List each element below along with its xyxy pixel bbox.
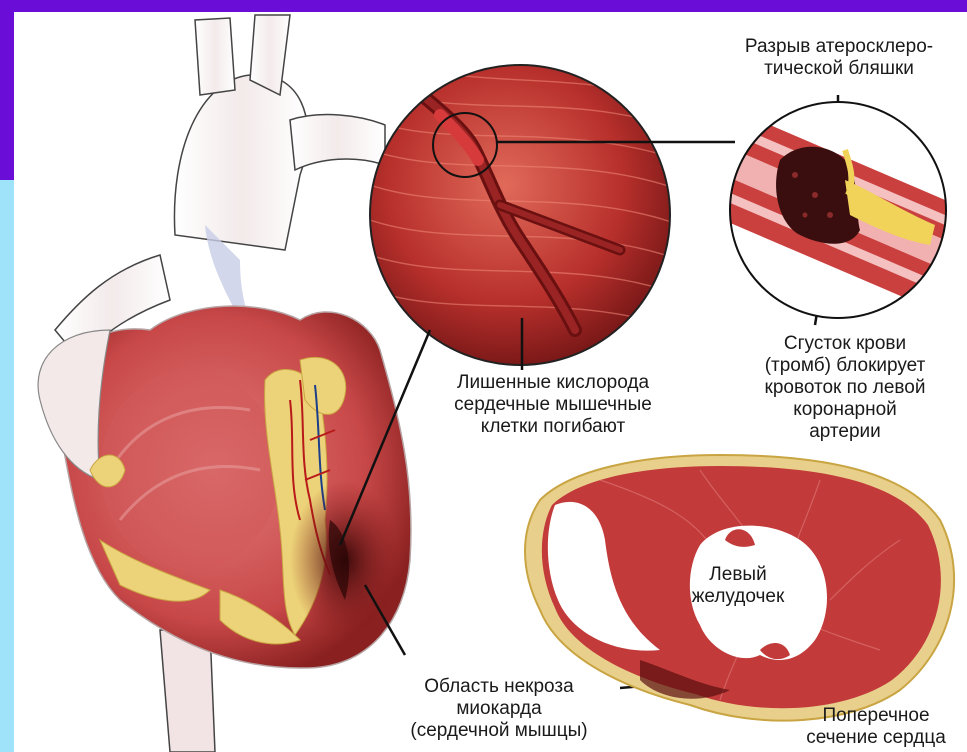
- cross-section-label: Поперечное сечение сердца: [790, 705, 962, 749]
- cross-section-line-2: сечение сердца: [790, 727, 962, 749]
- clot-line-2: (тромб) блокирует: [745, 355, 945, 377]
- necrosis-line-3: (сердечной мышцы): [388, 720, 610, 742]
- left-ventricle-line-2: желудочек: [672, 586, 804, 608]
- cross-section-line-1: Поперечное: [790, 705, 962, 727]
- muscle-zoom-circle: [370, 60, 680, 365]
- plaque-rupture-line-1: Разрыв атеросклеро-: [728, 36, 950, 58]
- dead-cells-line-3: клетки погибают: [428, 416, 678, 438]
- clot-line-3: кровоток по левой: [745, 377, 945, 399]
- clot-label: Сгусток крови (тромб) блокирует кровоток…: [745, 333, 945, 443]
- dead-cells-line-1: Лишенные кислорода: [428, 372, 678, 394]
- left-ventricle-line-1: Левый: [672, 564, 804, 586]
- dead-cells-line-2: сердечные мышечные: [428, 394, 678, 416]
- artery-blockage-circle: [700, 95, 967, 330]
- dead-cells-label: Лишенные кислорода сердечные мышечные кл…: [428, 372, 678, 438]
- plaque-rupture-line-2: тической бляшки: [728, 58, 950, 80]
- clot-line-4: коронарной: [745, 399, 945, 421]
- necrosis-label: Область некроза миокарда (сердечной мышц…: [388, 676, 610, 742]
- left-ventricle-label: Левый желудочек: [672, 564, 804, 608]
- clot-line-1: Сгусток крови: [745, 333, 945, 355]
- necrosis-line-2: миокарда: [388, 698, 610, 720]
- necrosis-line-1: Область некроза: [388, 676, 610, 698]
- clot-line-5: артерии: [745, 421, 945, 443]
- plaque-rupture-label: Разрыв атеросклеро- тической бляшки: [728, 36, 950, 80]
